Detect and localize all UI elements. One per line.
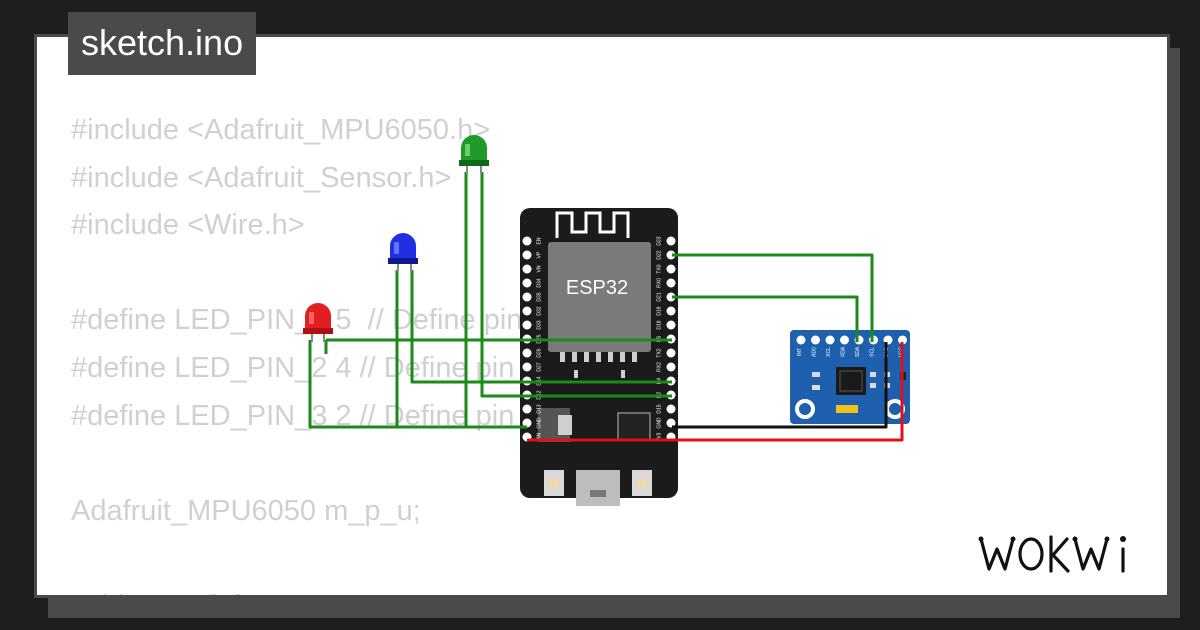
esp32-left-pin-en[interactable] — [522, 236, 532, 246]
wire-sda — [672, 295, 859, 342]
code-line: #include <Adafruit_Sensor.h> — [71, 161, 452, 194]
esp32-left-pin-d13[interactable] — [522, 404, 532, 414]
esp32-right-pin-label: D15 — [656, 404, 662, 413]
esp32-left-pin-vn[interactable] — [522, 264, 532, 274]
esp32-right-pin-d18[interactable] — [666, 320, 676, 330]
esp32-right-pin-label: 3V3 — [656, 432, 662, 441]
mpu6050-chip — [836, 367, 866, 395]
wire-led-gnd — [308, 340, 527, 429]
esp32-left-pin-d35[interactable] — [522, 292, 532, 302]
esp32-right-pin-rx0[interactable] — [666, 278, 676, 288]
esp32-right-pin-rx2[interactable] — [666, 362, 676, 372]
wire-led3 — [480, 172, 672, 398]
file-title: sketch.ino — [68, 12, 257, 75]
boot-button[interactable] — [632, 470, 652, 496]
wires — [308, 172, 904, 442]
esp32-right-pin-d23[interactable] — [666, 236, 676, 246]
wire-scl — [672, 253, 874, 342]
wire-vcc — [527, 342, 904, 442]
esp32-left-pin-label: VP — [536, 251, 542, 258]
esp32-right-pin-label: TX0 — [656, 264, 662, 273]
esp32-chip-label: ESP32 — [566, 277, 628, 299]
wire-gnd — [672, 342, 888, 429]
mpu-pin-ad0[interactable] — [811, 335, 820, 345]
led-blue[interactable] — [388, 233, 418, 272]
esp32-right-pin-tx0[interactable] — [666, 264, 676, 274]
mpu-pin-label: INT — [797, 348, 803, 356]
esp32-left-pin-label: GND — [536, 417, 542, 429]
esp32-left-pin-label: EN — [536, 237, 542, 244]
esp32-left-pin-d26[interactable] — [522, 348, 532, 358]
esp32-left-pin-gnd[interactable] — [522, 418, 532, 428]
code-line: void setup() { — [71, 583, 653, 595]
esp32-left-pin-vp[interactable] — [522, 250, 532, 260]
esp32-right-pin-label: RX0 — [656, 278, 662, 288]
esp32-left-pin-label: VIN — [536, 432, 542, 441]
esp32-right-pin-tx2[interactable] — [666, 348, 676, 358]
led-red[interactable] — [303, 303, 333, 342]
mpu-mount-hole — [795, 399, 815, 419]
esp32-right-pin-label: D23 — [656, 236, 662, 245]
esp32-left-pin-d32[interactable] — [522, 306, 532, 316]
esp32-left-pin-label: D34 — [536, 278, 542, 287]
en-button[interactable] — [544, 470, 564, 496]
mpu-pin-label: XDA — [841, 346, 847, 357]
esp32-left-pin-label: D26 — [536, 348, 542, 357]
wokwi-logo — [978, 535, 1126, 573]
usb-chip — [617, 412, 651, 442]
esp32-left-pin-label: D27 — [536, 362, 542, 371]
esp32-left-pins: ENVPVND34D35D32D33D25D26D27D14D12D13GNDV… — [522, 236, 542, 442]
esp32-left-pin-d33[interactable] — [522, 320, 532, 330]
esp32-left-pin-label: D35 — [536, 292, 542, 301]
mpu-pin-xcl[interactable] — [825, 335, 835, 345]
code-line: #include <Adafruit_MPU6050.h> — [71, 114, 491, 146]
mpu-pin-label: SDA — [855, 346, 861, 357]
led-green[interactable] — [459, 135, 489, 174]
esp32-right-pin-label: RX2 — [656, 362, 662, 372]
code-line: #include <Wire.h> — [71, 209, 305, 242]
esp32-right-pin-label: D18 — [656, 320, 662, 329]
mpu-led — [836, 405, 858, 413]
esp32-left-pin-d27[interactable] — [522, 362, 532, 372]
esp32-left-pin-label: D13 — [536, 404, 542, 413]
mpu-pin-xda[interactable] — [840, 335, 849, 345]
esp32-right-pin-gnd[interactable] — [666, 418, 676, 428]
esp32-right-pin-label: D21 — [656, 292, 662, 301]
mpu-pin-label: XCL — [826, 347, 832, 357]
esp32-right-pin-label: TX2 — [656, 348, 662, 357]
esp32-right-pin-d22[interactable] — [666, 250, 676, 260]
mpu-pin-vcc[interactable] — [898, 335, 907, 345]
esp32-right-pin-label: D19 — [656, 306, 662, 315]
code-line: Adafruit_MPU6050 m_p_u; — [71, 494, 421, 527]
mpu-pin-label: AD0 — [812, 347, 818, 357]
esp32-module — [548, 242, 651, 352]
wire-led2 — [410, 270, 672, 384]
esp32-right-pin-label: GND — [656, 417, 662, 429]
usb-port — [576, 470, 620, 506]
mpu-pin-int[interactable] — [796, 335, 806, 345]
mpu-pin-label: SCL — [870, 347, 876, 357]
esp32-right-pin-d21[interactable] — [666, 292, 676, 302]
esp32-left-pin-label: D32 — [536, 306, 542, 315]
esp32-right-pin-label: D22 — [656, 250, 662, 259]
esp32-left-pin-d34[interactable] — [522, 278, 532, 288]
esp32-left-pin-label: VN — [536, 265, 542, 272]
esp32-right-pin-d19[interactable] — [666, 306, 676, 316]
esp32-left-pin-label: D33 — [536, 320, 542, 329]
esp32-right-pin-d15[interactable] — [666, 404, 676, 414]
module-pins — [560, 352, 637, 378]
